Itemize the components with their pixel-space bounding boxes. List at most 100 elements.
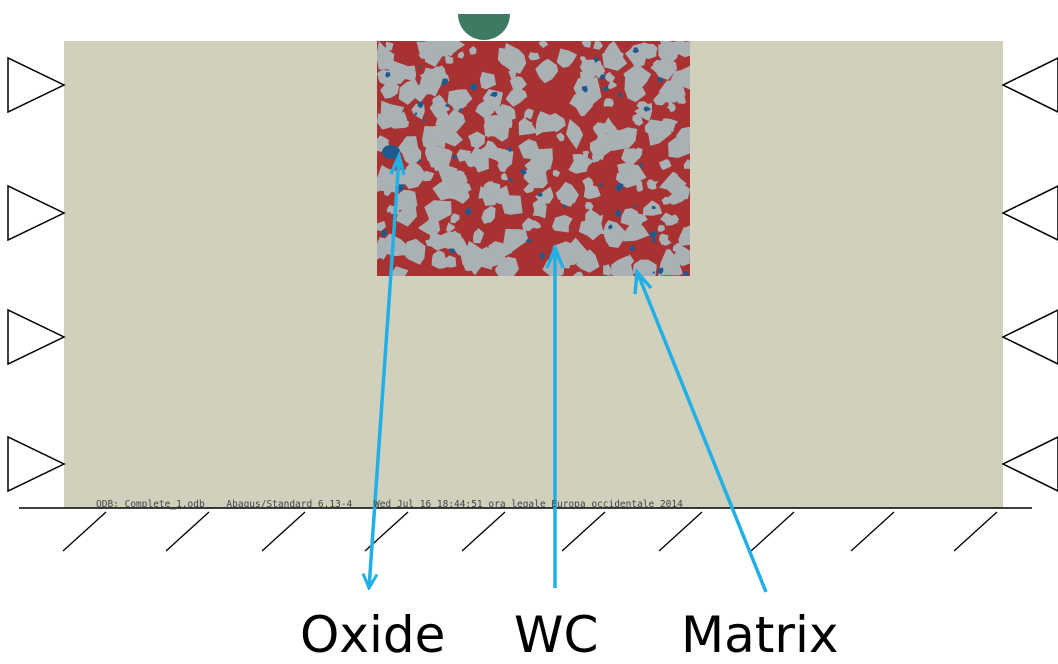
- wc-grain: [593, 63, 606, 79]
- wc-grain: [442, 127, 463, 147]
- oxide-inclusion: [465, 208, 472, 216]
- wc-grain: [658, 80, 686, 103]
- wc-grain: [660, 212, 679, 226]
- oxide-inclusion: [643, 106, 652, 112]
- wc-grain: [612, 127, 638, 147]
- wc-grain: [568, 154, 594, 174]
- wc-grain: [483, 115, 512, 138]
- wc-grain: [579, 56, 587, 63]
- wc-grain: [475, 100, 495, 120]
- wc-grain: [431, 250, 451, 269]
- wc-grain: [635, 181, 644, 192]
- odb-status-line: ODB: Complete_1.odb Abaqus/Standard 6.13…: [96, 499, 699, 510]
- wc-grain: [593, 122, 603, 137]
- oxide-inclusion: [441, 78, 449, 86]
- oxide-inclusion: [525, 238, 532, 243]
- wc-particles: [377, 41, 690, 276]
- wc-grain: [662, 238, 672, 246]
- wc-grain: [445, 55, 454, 64]
- oxide-inclusion: [657, 267, 664, 275]
- wc-grain: [555, 181, 579, 204]
- wc-grain: [497, 162, 508, 173]
- wc-grain: [569, 91, 594, 117]
- oxide-inclusion: [469, 83, 477, 91]
- triangle-left-icon: [1001, 185, 1058, 241]
- matrix-arrow: [636, 273, 768, 593]
- oxide-inclusion: [414, 112, 418, 116]
- oxide-inclusion: [397, 184, 405, 192]
- wc-grain: [377, 41, 395, 70]
- wc-grain: [529, 220, 542, 229]
- wc-grain: [438, 165, 458, 183]
- wc-grain: [377, 221, 386, 232]
- wc-grain: [457, 182, 466, 192]
- wc-grain: [505, 87, 528, 107]
- wc-grain: [657, 224, 665, 232]
- wc-grain: [604, 98, 613, 107]
- wc-grain: [678, 225, 690, 247]
- wc-grain: [468, 131, 485, 149]
- wc-grain: [538, 41, 549, 48]
- wc-grain: [629, 227, 639, 235]
- wc-grain: [389, 111, 409, 129]
- wc-grain: [377, 164, 399, 193]
- wc-grain: [646, 179, 659, 190]
- matrix-label: Matrix: [681, 606, 839, 664]
- wc-grain: [479, 71, 496, 90]
- wc-grain: [481, 205, 496, 224]
- oxide-inclusion: [382, 145, 400, 159]
- oxide-inclusion: [656, 76, 663, 83]
- wc-grain: [481, 181, 501, 202]
- oxide-inclusion: [632, 47, 639, 54]
- wc-grain: [582, 150, 590, 158]
- oxide-inclusion: [380, 229, 388, 238]
- wc-grain: [399, 159, 427, 189]
- oxide-inclusion: [562, 204, 567, 208]
- odb-solver: Abaqus/Standard 6.13-4: [226, 499, 353, 510]
- wc-grain: [667, 172, 680, 185]
- wc-grain: [421, 65, 445, 89]
- arrowheads: [389, 150, 653, 295]
- oxide-inclusion: [618, 92, 622, 99]
- wc-grain: [624, 42, 649, 69]
- wc-grain: [396, 206, 417, 227]
- wc-grain: [596, 132, 611, 146]
- triangle-left-icon: [1001, 309, 1058, 365]
- wc-grain: [535, 58, 559, 84]
- wc-grain: [552, 214, 573, 233]
- wc-grain: [653, 92, 666, 106]
- wc-grain: [385, 41, 394, 51]
- wc-grain: [405, 163, 415, 174]
- wc-grain: [658, 249, 683, 276]
- hemisphere-indenter-icon: [458, 14, 510, 40]
- wc-grain: [508, 69, 517, 79]
- wc-grain: [675, 126, 690, 154]
- oxide-inclusion: [418, 159, 422, 162]
- oxide-inclusion: [614, 209, 622, 218]
- wc-grain: [552, 241, 572, 269]
- wc-grain: [624, 82, 647, 103]
- oxide-inclusion: [537, 192, 543, 197]
- wc-grain: [659, 158, 672, 171]
- oxide-inclusion: [581, 85, 588, 93]
- oxide-inclusion: [539, 253, 546, 261]
- oxide-inclusion: [593, 56, 599, 64]
- wc-grain: [377, 135, 389, 148]
- wc-grain: [662, 118, 679, 133]
- wc-grain: [632, 113, 644, 126]
- wc-grain: [546, 113, 566, 133]
- wc-grain: [411, 103, 425, 120]
- wc-grain: [647, 121, 670, 146]
- wc-grain: [602, 51, 628, 71]
- wc-grain: [398, 79, 422, 105]
- oxide-inclusion: [599, 74, 606, 81]
- oxide-arrow: [369, 157, 401, 588]
- oxide-inclusion: [508, 178, 513, 183]
- wc-grain: [380, 78, 400, 99]
- wc-grain: [383, 233, 407, 257]
- wc-grain: [610, 267, 624, 276]
- oxide-inclusion: [608, 224, 613, 230]
- oxide-inclusion: [649, 231, 658, 238]
- oxide-inclusion: [598, 183, 603, 187]
